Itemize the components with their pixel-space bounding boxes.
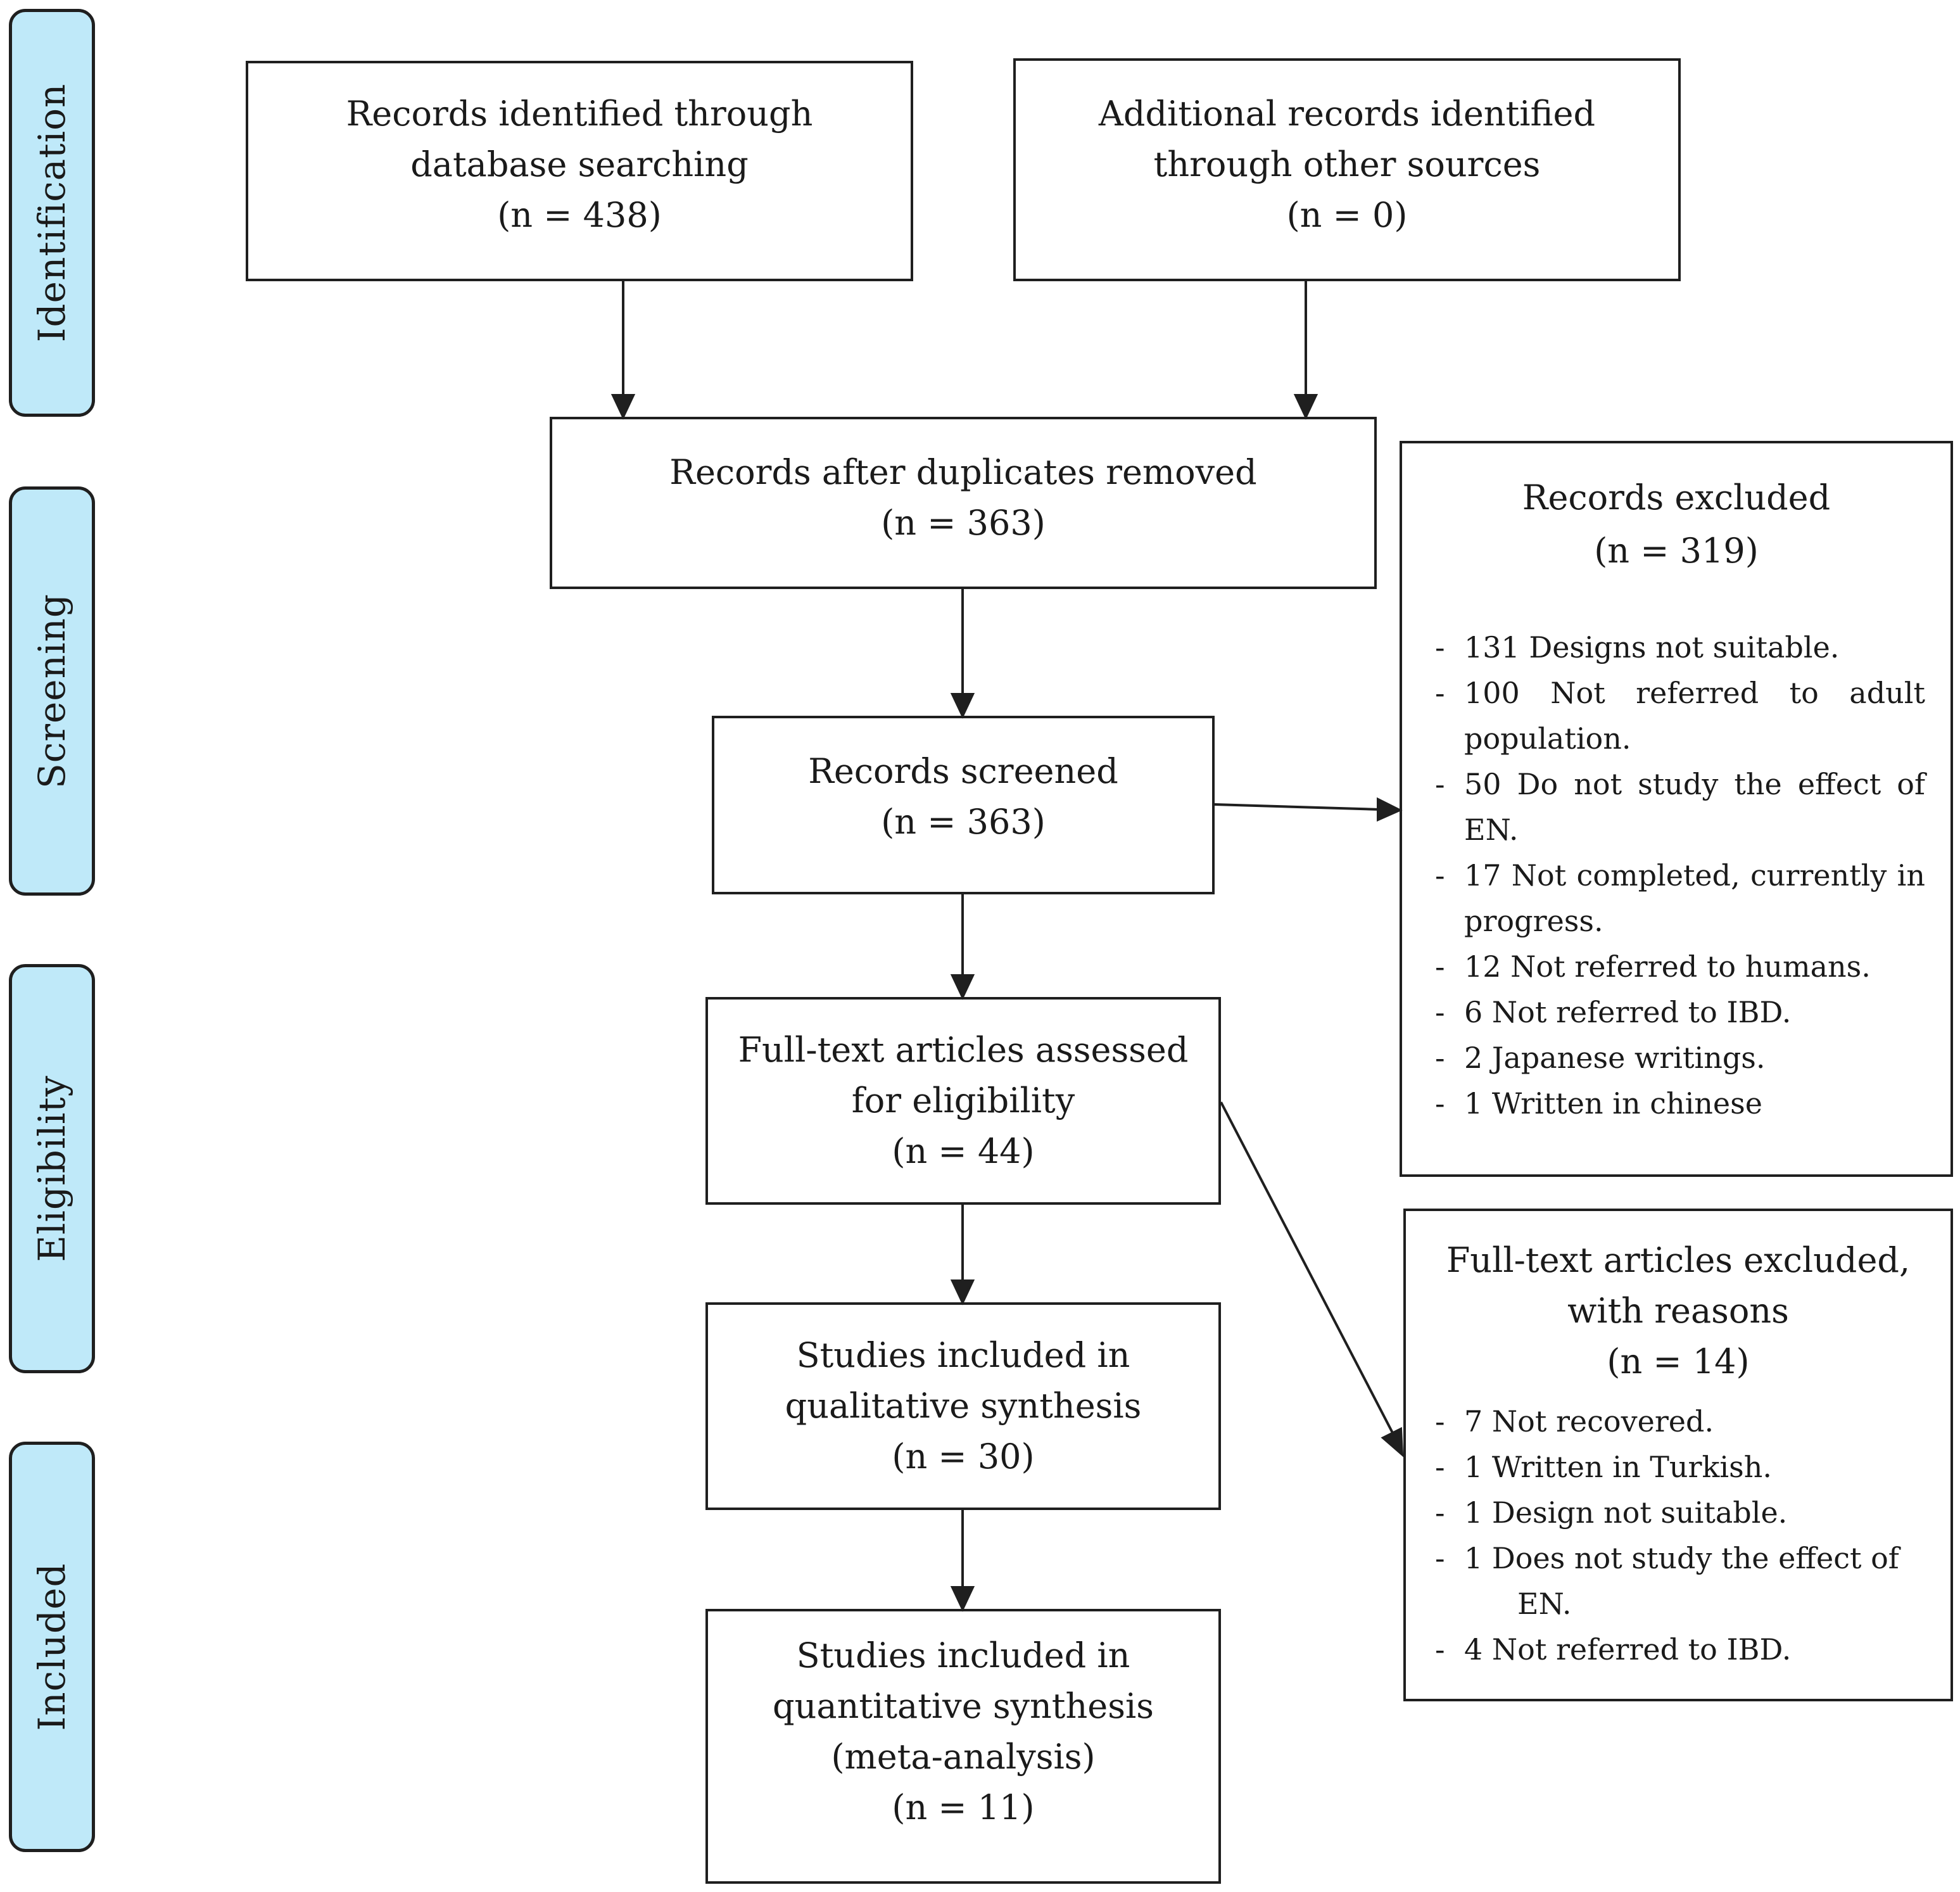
list-item-continued: progress. (1464, 904, 1603, 938)
arrowhead-screened-to-fulltext (950, 974, 975, 1000)
quantitative-line1: Studies included in (796, 1635, 1130, 1675)
stage-included: Included (9, 1442, 95, 1852)
box-fulltext-excluded: Full-text articles excluded, with reason… (1403, 1209, 1953, 1701)
box-records-screened: Records screened (n = 363) (712, 716, 1215, 894)
arrowhead-qualitative-to-quantitative (950, 1586, 975, 1612)
list-item: -4 Not referred to IBD. (1435, 1632, 1792, 1667)
list-item: -1 Does not study the effect of (1435, 1541, 1899, 1575)
list-item-continued: EN. (1517, 1587, 1572, 1621)
box-quantitative-synthesis: Studies included in quantitative synthes… (705, 1609, 1221, 1884)
list-item: -1 Design not suitable. (1435, 1495, 1788, 1530)
quantitative-count: (n = 11) (892, 1787, 1035, 1827)
arrowhead-duplicates-to-screened (950, 693, 975, 719)
fulltext-assessed-count: (n = 44) (892, 1131, 1035, 1171)
db-search-count: (n = 438) (497, 195, 662, 235)
fulltext-excluded-title-line2: with reasons (1567, 1291, 1789, 1331)
fulltext-excluded-list: -7 Not recovered. -1 Written in Turkish.… (1435, 1399, 1925, 1672)
list-item-continued: EN. (1464, 813, 1519, 847)
stage-identification-label: Identification (30, 83, 73, 343)
arrowhead-fulltext-to-excluded (1381, 1426, 1404, 1457)
arrow-screened-to-excluded (1214, 803, 1381, 811)
list-item-continued: population. (1464, 721, 1631, 756)
stage-eligibility-label: Eligibility (30, 1075, 73, 1262)
list-item: -100 Not referred to adult (1435, 676, 1925, 710)
records-excluded-title: Records excluded (1522, 478, 1831, 517)
stage-identification: Identification (9, 9, 95, 417)
stage-included-label: Included (30, 1563, 73, 1731)
list-item: -17 Not completed, currently in (1435, 858, 1925, 892)
arrowhead-db-to-duplicates (610, 394, 636, 420)
box-records-excluded: Records excluded (n = 319) -131 Designs … (1400, 441, 1953, 1177)
fulltext-assessed-line1: Full-text articles assessed (738, 1030, 1189, 1070)
stage-screening-label: Screening (30, 594, 73, 789)
box-fulltext-assessed: Full-text articles assessed for eligibil… (705, 997, 1221, 1205)
arrowhead-other-to-duplicates (1293, 394, 1318, 420)
stage-eligibility: Eligibility (9, 964, 95, 1373)
other-sources-line1: Additional records identified (1098, 94, 1596, 134)
box-after-duplicates: Records after duplicates removed (n = 36… (550, 417, 1377, 589)
list-item: -6 Not referred to IBD. (1435, 995, 1792, 1029)
fulltext-excluded-count: (n = 14) (1607, 1342, 1750, 1381)
list-item: -12 Not referred to humans. (1435, 949, 1871, 984)
quantitative-line3: (meta-analysis) (831, 1737, 1096, 1777)
arrow-fulltext-to-excluded (1220, 1102, 1394, 1435)
arrowhead-fulltext-to-qualitative (950, 1279, 975, 1305)
fulltext-assessed-line2: for eligibility (851, 1081, 1075, 1121)
qualitative-count: (n = 30) (892, 1437, 1035, 1476)
records-excluded-list: -131 Designs not suitable. -100 Not refe… (1435, 625, 1925, 1126)
qualitative-line1: Studies included in (796, 1335, 1130, 1375)
arrowhead-screened-to-excluded (1377, 797, 1403, 822)
box-qualitative-synthesis: Studies included in qualitative synthesi… (705, 1302, 1221, 1510)
db-search-line2: database searching (410, 144, 749, 184)
list-item: -2 Japanese writings. (1435, 1041, 1766, 1075)
box-other-sources: Additional records identified through ot… (1013, 58, 1681, 281)
list-item: -50 Do not study the effect of (1435, 767, 1925, 801)
qualitative-line2: qualitative synthesis (785, 1386, 1142, 1426)
list-item: -7 Not recovered. (1435, 1404, 1714, 1438)
box-database-search: Records identified through database sear… (246, 61, 913, 281)
stage-screening: Screening (9, 486, 95, 896)
other-sources-line2: through other sources (1153, 144, 1541, 184)
other-sources-count: (n = 0) (1286, 195, 1408, 235)
fulltext-excluded-title-line1: Full-text articles excluded, (1446, 1240, 1911, 1280)
after-duplicates-count: (n = 363) (881, 503, 1046, 543)
after-duplicates-line1: Records after duplicates removed (669, 452, 1257, 492)
records-excluded-count: (n = 319) (1594, 531, 1759, 571)
quantitative-line2: quantitative synthesis (773, 1686, 1154, 1726)
list-item: -1 Written in Turkish. (1435, 1450, 1772, 1484)
records-screened-count: (n = 363) (881, 802, 1046, 842)
list-item: -131 Designs not suitable. (1435, 630, 1840, 664)
db-search-line1: Records identified through (346, 94, 813, 134)
records-screened-line1: Records screened (808, 751, 1118, 791)
list-item: -1 Written in chinese (1435, 1086, 1762, 1121)
